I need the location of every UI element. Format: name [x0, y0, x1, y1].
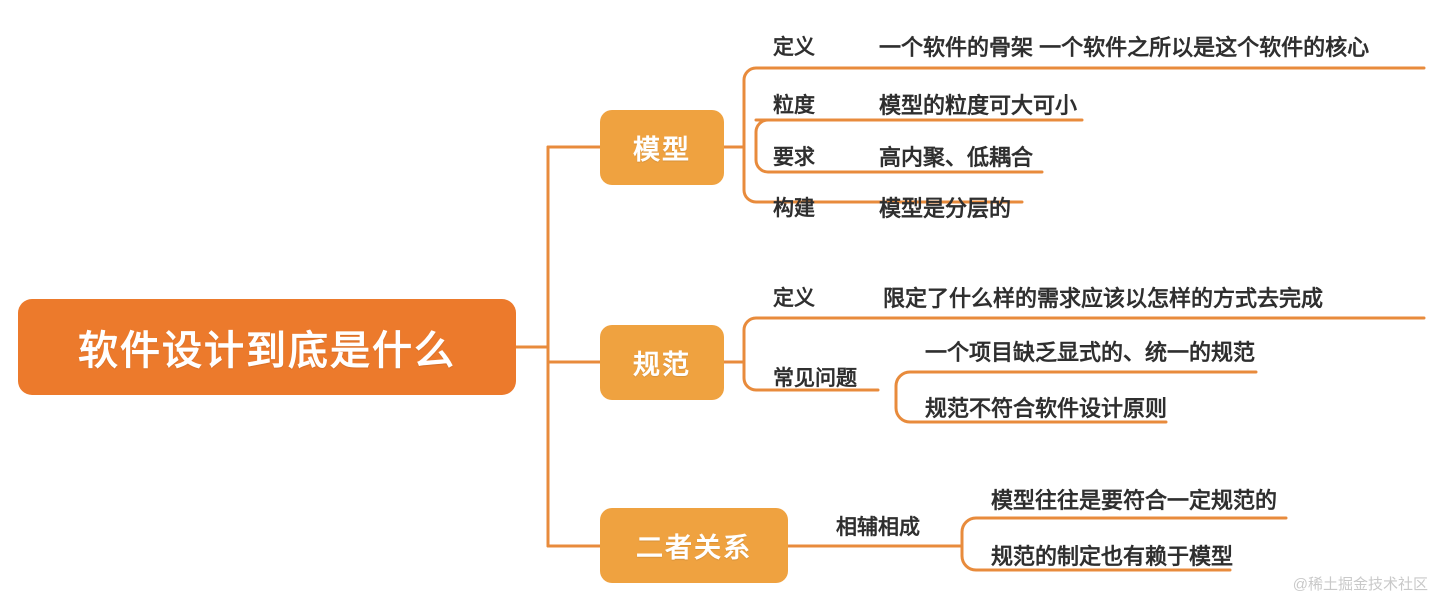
leaf-key-relationship-complementary[interactable]: 相辅相成: [836, 516, 920, 539]
leaf-value-spec-problem-2[interactable]: 规范不符合软件设计原则: [925, 396, 1168, 421]
branch-node-spec-label: 规范: [633, 350, 691, 380]
leaf-value-model-construction[interactable]: 模型是分层的: [879, 196, 1012, 221]
leaf-key-model-granularity[interactable]: 粒度: [773, 94, 815, 117]
leaf-key-model-definition[interactable]: 定义: [773, 36, 815, 59]
leaf-value-spec-problem-1[interactable]: 一个项目缺乏显式的、统一的规范: [925, 340, 1256, 365]
leaf-value-model-granularity[interactable]: 模型的粒度可大可小: [879, 93, 1078, 118]
leaf-key-spec-common-problems[interactable]: 常见问题: [773, 367, 857, 390]
leaf-value-model-requirement[interactable]: 高内聚、低耦合: [879, 145, 1034, 170]
leaf-key-model-requirement[interactable]: 要求: [773, 146, 815, 169]
branch-node-relationship[interactable]: 二者关系: [600, 508, 788, 583]
leaf-value-relationship-1[interactable]: 模型往往是要符合一定规范的: [991, 488, 1278, 513]
leaf-key-model-construction[interactable]: 构建: [773, 197, 815, 220]
root-node-label: 软件设计到底是什么: [78, 329, 456, 373]
root-node[interactable]: 软件设计到底是什么: [18, 299, 516, 395]
leaf-value-spec-definition[interactable]: 限定了什么样的需求应该以怎样的方式去完成: [883, 286, 1324, 311]
watermark: @稀土掘金技术社区: [1292, 576, 1428, 593]
leaf-key-spec-definition[interactable]: 定义: [773, 287, 815, 310]
branch-node-model-label: 模型: [633, 135, 691, 165]
branch-node-spec[interactable]: 规范: [600, 325, 724, 400]
branch-node-relationship-label: 二者关系: [636, 533, 752, 563]
branch-node-model[interactable]: 模型: [600, 110, 724, 185]
leaf-value-relationship-2[interactable]: 规范的制定也有赖于模型: [991, 544, 1234, 569]
leaf-value-model-definition[interactable]: 一个软件的骨架 一个软件之所以是这个软件的核心: [879, 35, 1370, 60]
